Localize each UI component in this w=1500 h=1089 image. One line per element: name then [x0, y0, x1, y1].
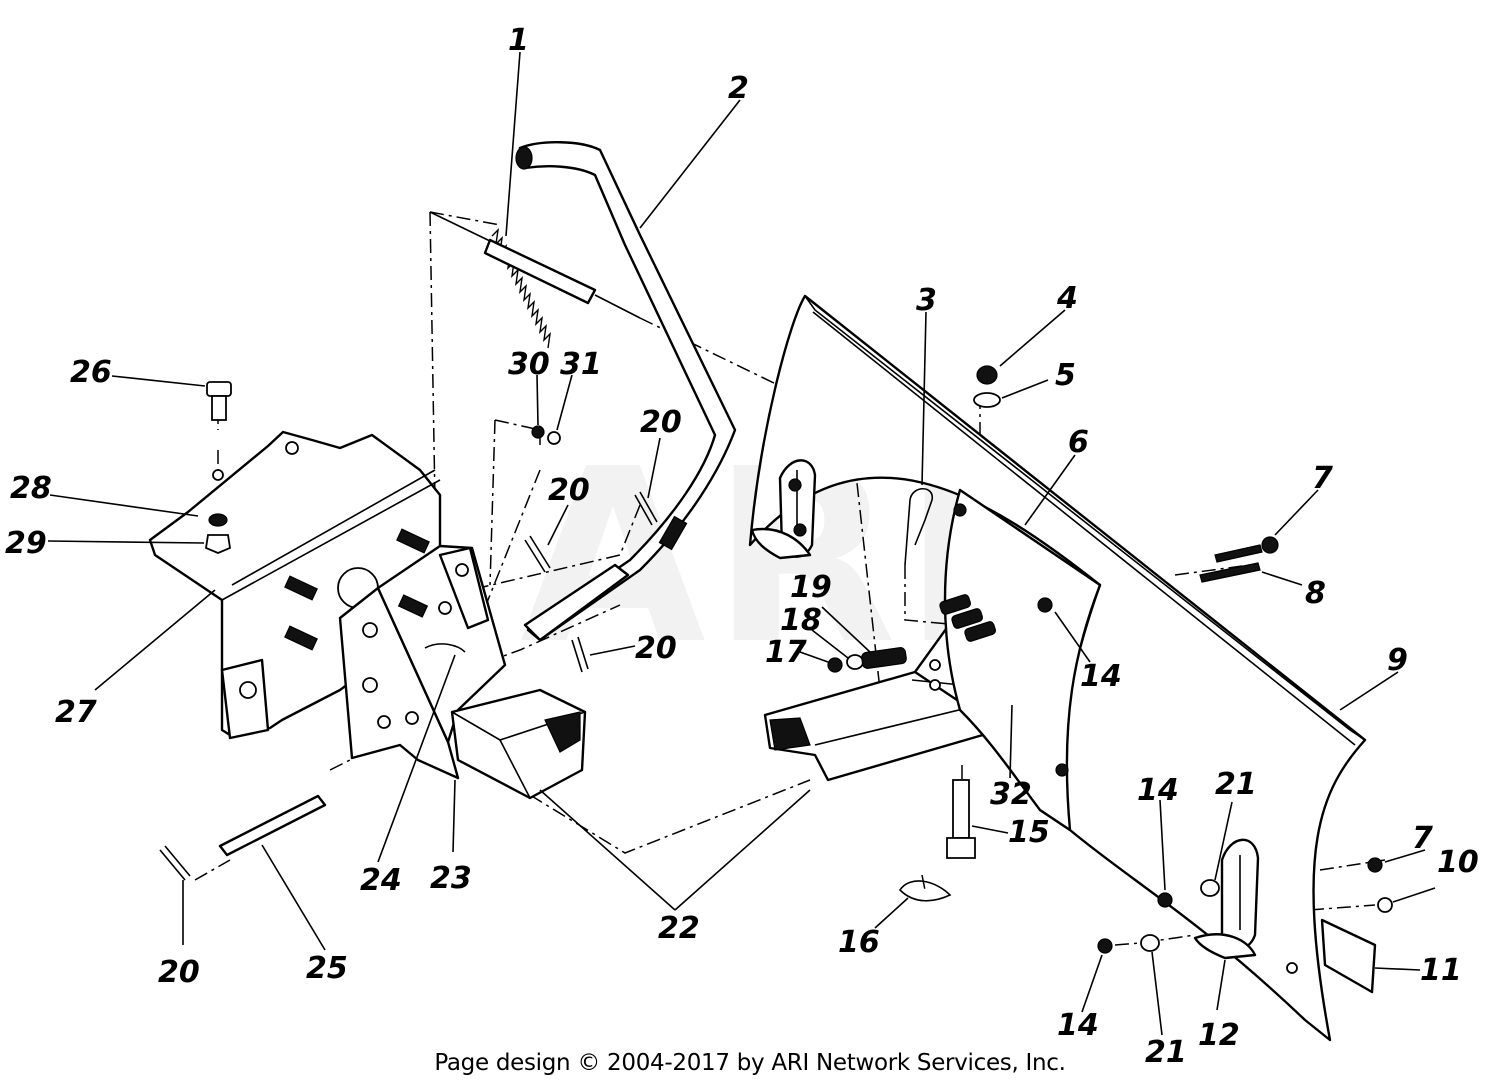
callout-15: 15 — [1008, 815, 1050, 850]
callout-7-bottom: 7 — [1412, 821, 1433, 856]
callout-14-lower: 14 — [1057, 1008, 1099, 1043]
callout-17: 17 — [765, 635, 807, 670]
callout-2: 2 — [728, 71, 749, 106]
lift-handle — [515, 141, 737, 642]
skid-shoe-left — [750, 459, 817, 560]
callout-16: 16 — [838, 925, 880, 960]
callout-21-lower: 21 — [1145, 1035, 1187, 1070]
callout-4: 4 — [1056, 281, 1078, 316]
blade-rib — [943, 488, 1102, 832]
copyright-footer: Page design © 2004-2017 by ARI Network S… — [434, 1050, 1066, 1076]
hardware — [159, 365, 1393, 954]
callout-20-b: 20 — [548, 473, 590, 508]
callout-27: 27 — [55, 695, 97, 730]
push-frame-right — [763, 670, 1012, 782]
callout-1: 1 — [508, 23, 529, 58]
callout-28: 28 — [10, 471, 52, 506]
callout-19: 19 — [790, 570, 832, 605]
leader-lines — [47, 51, 1436, 1036]
callout-11: 11 — [1420, 953, 1462, 988]
callout-7-top: 7 — [1312, 461, 1333, 496]
callout-10: 10 — [1437, 845, 1479, 880]
frame-studs — [284, 528, 430, 651]
callout-24: 24 — [360, 863, 402, 898]
callout-31: 31 — [560, 347, 602, 382]
callout-25: 25 — [306, 951, 348, 986]
callout-12: 12 — [1198, 1018, 1240, 1053]
wear-strip — [1320, 918, 1377, 994]
callout-20-c: 20 — [635, 631, 677, 666]
callout-14-upper: 14 — [1080, 659, 1122, 694]
callout-29: 29 — [5, 526, 47, 561]
skid-shoe-right — [1193, 838, 1260, 960]
callout-6: 6 — [1068, 425, 1089, 460]
callout-26: 26 — [70, 355, 112, 390]
callouts: 1 2 3 4 5 6 7 8 9 7 10 11 12 14 14 14 15… — [5, 23, 1479, 1070]
callout-22: 22 — [658, 911, 700, 946]
callout-32: 32 — [990, 777, 1032, 812]
callout-30: 30 — [508, 347, 550, 382]
callout-23: 23 — [430, 861, 472, 896]
spring — [429, 211, 641, 349]
callout-14-mid: 14 — [1137, 773, 1179, 808]
callout-8: 8 — [1305, 576, 1326, 611]
callout-21-upper: 21 — [1215, 767, 1257, 802]
callout-18: 18 — [780, 603, 822, 638]
callout-20-a: 20 — [640, 405, 682, 440]
callout-9: 9 — [1387, 643, 1408, 678]
push-frame-left — [450, 688, 587, 800]
callout-3: 3 — [916, 283, 937, 318]
callout-5: 5 — [1055, 358, 1076, 393]
callout-20-d: 20 — [158, 955, 200, 990]
